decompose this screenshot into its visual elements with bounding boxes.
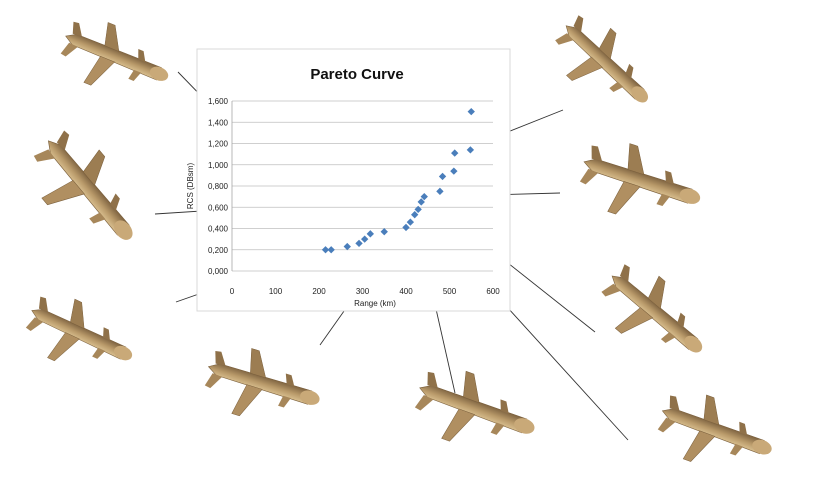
- x-tick-label: 400: [399, 287, 413, 296]
- data-point: [438, 172, 447, 181]
- y-tick-label: 1,600: [208, 97, 229, 106]
- data-point: [450, 167, 458, 175]
- data-point: [414, 205, 422, 214]
- missile-image: [540, 4, 667, 128]
- chart-frame: [196, 48, 511, 312]
- y-tick-label: 1,400: [208, 118, 229, 127]
- data-point: [380, 228, 388, 236]
- gridlines: [231, 100, 493, 272]
- y-tick-label: 0,200: [208, 246, 229, 255]
- missile-image: [15, 119, 157, 266]
- x-tick-label: 0: [230, 287, 235, 296]
- y-axis-label: RCS (DBsm): [186, 163, 195, 210]
- data-point: [406, 218, 415, 226]
- y-tick-label: 0,000: [208, 267, 229, 276]
- x-axis-label: Range (km): [354, 299, 396, 308]
- x-tick-labels: 0 100 200 300 400 500 600: [230, 287, 500, 296]
- y-tick-label: 0,400: [208, 225, 229, 234]
- y-tick-label: 0,600: [208, 203, 229, 212]
- data-point: [417, 198, 425, 206]
- data-point: [451, 149, 459, 157]
- data-points: [321, 107, 475, 254]
- data-point: [402, 223, 410, 232]
- y-tick-label: 0,800: [208, 182, 229, 191]
- x-tick-label: 600: [486, 287, 500, 296]
- data-point: [343, 242, 351, 251]
- missile-image: [196, 337, 329, 438]
- missile-image: [405, 357, 546, 468]
- missile-image: [587, 252, 721, 381]
- missile-image: [16, 284, 145, 391]
- data-point: [411, 211, 419, 219]
- data-point: [321, 246, 330, 254]
- data-point: [467, 107, 475, 116]
- missile-image: [571, 131, 711, 238]
- x-tick-label: 300: [356, 287, 370, 296]
- data-point: [466, 146, 475, 154]
- y-tick-label: 1,000: [208, 161, 229, 170]
- missile-image: [648, 382, 783, 487]
- y-tick-label: 1,200: [208, 140, 229, 149]
- y-tick-labels: 0,000 0,200 0,400 0,600 0,800 1,000 1,200 1,400…: [208, 97, 229, 276]
- data-point: [436, 187, 444, 195]
- x-tick-label: 500: [443, 287, 457, 296]
- missile-image: [51, 9, 180, 112]
- x-tick-label: 200: [312, 287, 326, 296]
- x-tick-label: 100: [269, 287, 283, 296]
- data-point: [327, 246, 335, 254]
- chart-title: Pareto Curve: [310, 66, 403, 83]
